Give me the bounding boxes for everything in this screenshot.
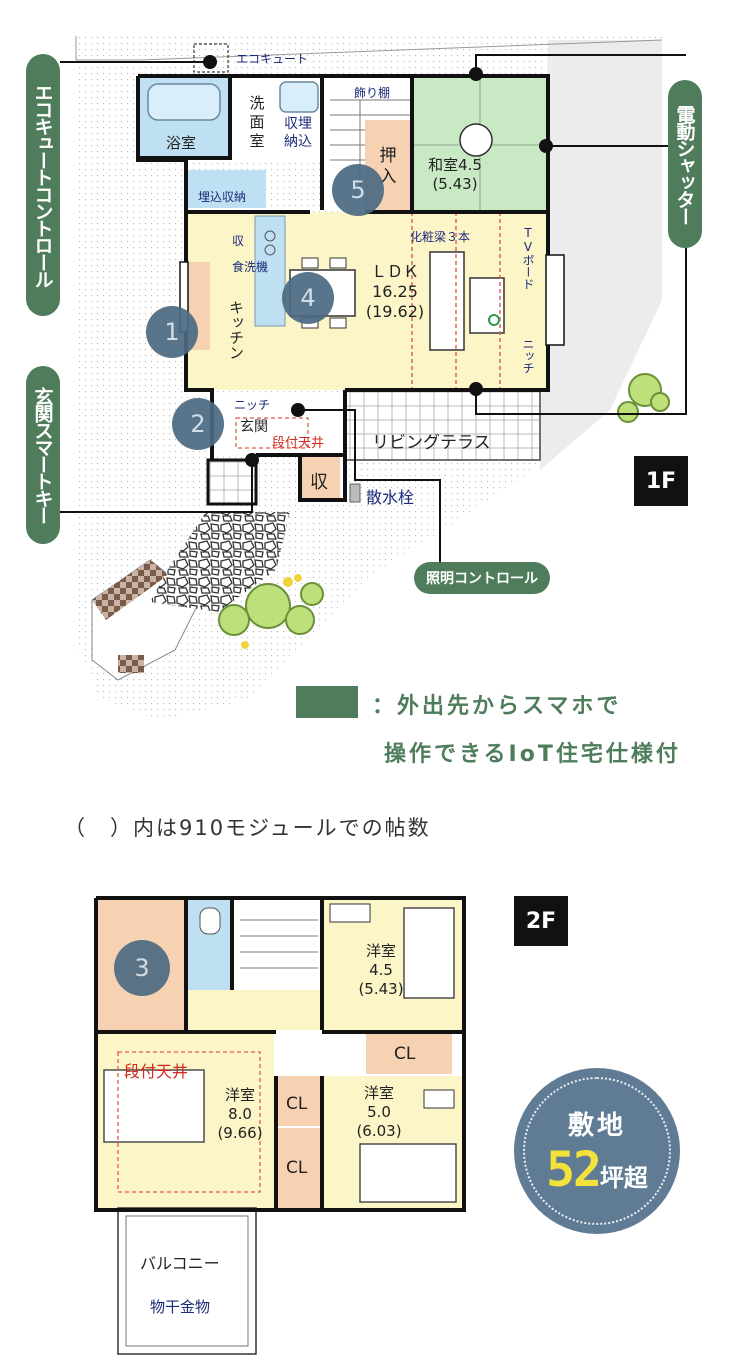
lighting-control-label: 照明コントロール — [426, 571, 538, 587]
shelf-label: 飾り棚 — [354, 86, 391, 100]
dishwasher-label: 食洗機 — [232, 260, 269, 274]
marker-5: 5 — [332, 164, 384, 216]
youshitsu-45-label: 洋室 4.5 (5.43) — [358, 942, 404, 998]
closet-c-label: CL — [286, 1158, 308, 1178]
floor-2f-flag: 2F — [514, 896, 568, 946]
stepped-ceiling-1f-label: 段付天井 — [272, 436, 325, 451]
entrance-smartkey-label: 玄関スマートキー — [31, 387, 54, 523]
entrance-smartkey-callout: 玄関スマートキー — [26, 366, 60, 544]
ecocute-control-label: エコキュートコントロール — [31, 83, 54, 287]
floor-plan-2f — [94, 896, 466, 1355]
youshitsu-50-label: 洋室 5.0 (6.03) — [356, 1084, 402, 1140]
site-area-badge: 敷地 52 坪超 — [514, 1068, 680, 1234]
tv-board-label: TVボード — [521, 226, 535, 290]
marker-2: 2 — [172, 398, 224, 450]
entry-storage-label: 収 — [310, 472, 328, 493]
tatami-note: （ ）内は910モジュールでの帖数 — [64, 816, 431, 840]
closet-b-label: CL — [286, 1094, 308, 1114]
closet-a-label: CL — [394, 1044, 416, 1064]
kitchen-label: キッチン — [227, 300, 245, 360]
bath-label: 浴室 — [166, 134, 197, 152]
balcony-label: バルコニー — [140, 1254, 220, 1273]
garden-shrubs — [218, 373, 670, 649]
washitsu-label: 和室4.5 (5.43) — [428, 156, 482, 193]
floor-1f-flag: 1F — [634, 456, 688, 506]
electric-shutter-label: 電動シャッター — [673, 104, 696, 224]
marker-1: 1 — [146, 306, 198, 358]
living-terrace-label: リビングテラス — [372, 433, 491, 453]
floor-plan-1f — [60, 36, 687, 720]
electric-shutter-callout: 電動シャッター — [668, 80, 702, 248]
legend-line-2: 操作できるIoT住宅仕様付 — [384, 742, 681, 767]
washroom-label: 洗 面室 — [249, 94, 265, 150]
drying-hardware-label: 物干金物 — [150, 1298, 211, 1316]
ecocute-label: エコキュート — [236, 52, 309, 66]
marker-3: 3 — [114, 940, 170, 996]
beam-label: 化粧梁３本 — [410, 230, 471, 244]
ldk-label: ＬＤＫ 16.25 (19.62) — [365, 262, 425, 321]
legend-swatch — [296, 686, 358, 718]
genkan-label: 玄関 — [240, 419, 268, 435]
sprinkler-label: 散水栓 — [366, 488, 415, 507]
legend-line-1: ：外出先からスマホで — [372, 694, 622, 719]
marker-4: 4 — [282, 272, 334, 324]
builtin-storage-label: 埋込収納 — [198, 190, 247, 204]
stepped-ceiling-2f-label: 段付天井 — [124, 1062, 189, 1081]
builtin-storage-wash-label: 収埋 納込 — [284, 116, 312, 150]
ecocute-control-callout: エコキュートコントロール — [26, 54, 60, 316]
niche-right-label: ニッチ — [521, 338, 535, 374]
oshiire-label: 押 入 — [379, 146, 397, 188]
niche-entry-label: ニッチ — [234, 398, 271, 412]
lighting-control-callout: 照明コントロール — [414, 562, 550, 594]
badge-ring — [523, 1077, 671, 1225]
master-bedroom-label: 洋室 8.0 (9.66) — [217, 1086, 263, 1142]
storage-mark-kitchen: 収 — [232, 234, 245, 248]
